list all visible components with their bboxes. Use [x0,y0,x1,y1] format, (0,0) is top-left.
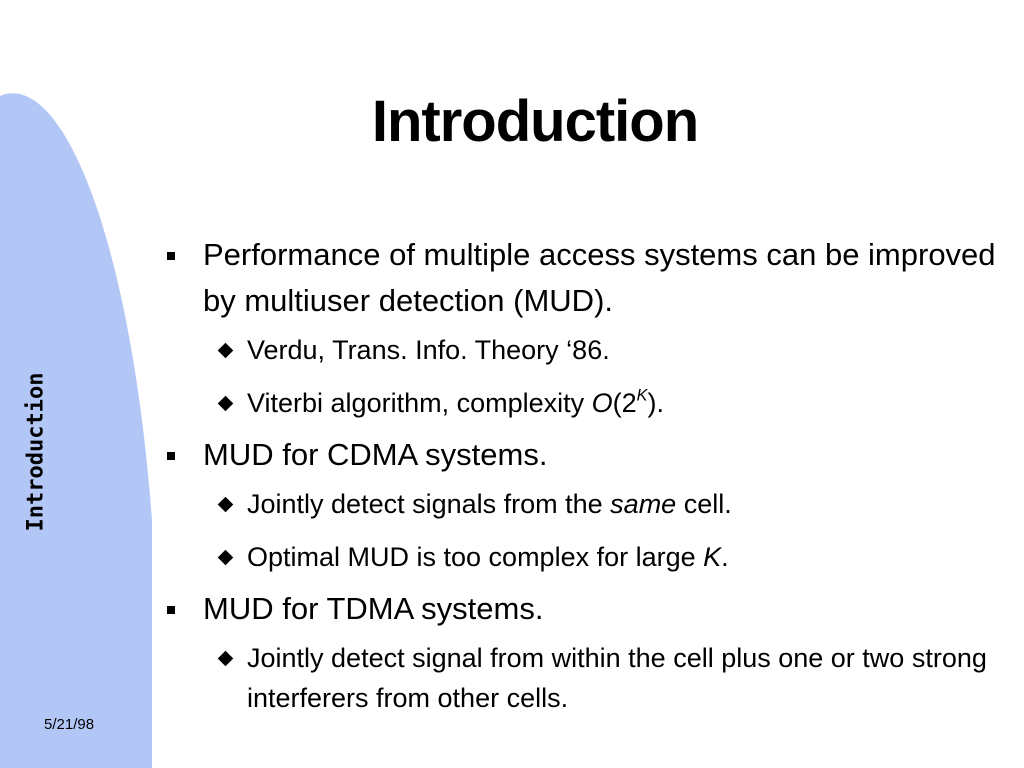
bullet-text-superscript: K [636,386,648,405]
side-band-shape [0,93,152,768]
bullet-text-italic: same [610,489,677,519]
bullet-text: MUD for CDMA systems. [203,437,548,472]
diamond-bullet-icon [217,496,234,513]
bullet-level2: Jointly detect signal from within the ce… [160,638,1010,718]
square-bullet-icon [167,606,175,614]
footer-date: 5/21/98 [44,716,95,733]
bullet-text-italic: O [591,388,613,418]
square-bullet-icon [167,452,175,460]
bullet-text-post: ). [647,388,664,418]
bullet-text-post: . [721,542,729,572]
bullet-level1: MUD for TDMA systems. [160,586,1010,632]
bullet-level2: Optimal MUD is too complex for large K. [160,537,1010,577]
bullet-text-pre: Optimal MUD is too complex for large [247,542,704,572]
bullet-text-mid: (2 [612,388,637,418]
bullet-text: Jointly detect signal from within the ce… [247,643,987,713]
bullet-text-italic: K [703,542,722,572]
bullet-text: MUD for TDMA systems. [203,591,544,626]
bullet-text: Performance of multiple access systems c… [203,237,996,318]
bullet-text-pre: Viterbi algorithm, complexity [247,388,592,418]
bullet-level2: Viterbi algorithm, complexity O(2K). [160,383,1010,423]
diamond-bullet-icon [217,549,234,566]
side-label: Introduction [23,372,49,532]
diamond-bullet-icon [217,650,234,667]
diamond-bullet-icon [217,395,234,412]
bullet-level1: Performance of multiple access systems c… [160,232,1010,324]
bullet-text: Verdu, Trans. Info. Theory ‘86. [247,335,610,365]
square-bullet-icon [167,252,175,260]
diamond-bullet-icon [217,342,234,359]
bullet-level1: MUD for CDMA systems. [160,432,1010,478]
slide-title: Introduction [371,89,699,154]
bullet-text-pre: Jointly detect signals from the [247,489,611,519]
bullet-text-post: cell. [676,489,732,519]
bullet-level2: Verdu, Trans. Info. Theory ‘86. [160,330,1010,370]
bullet-level2: Jointly detect signals from the same cel… [160,484,1010,524]
bullet-list: Performance of multiple access systems c… [160,232,1010,718]
